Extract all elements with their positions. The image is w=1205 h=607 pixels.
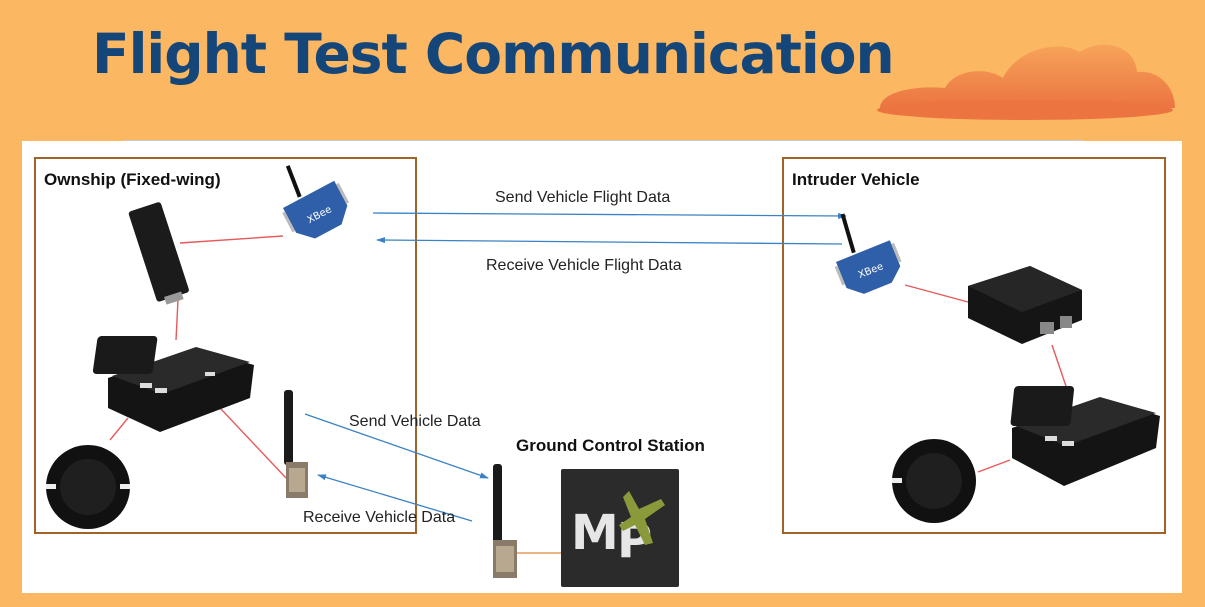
mission-planner-logo: M P [561, 469, 679, 587]
receive-flight-data-arrow [376, 237, 843, 245]
receive-vehicle-data-label: Receive Vehicle Data [303, 509, 456, 526]
divider [123, 140, 1083, 141]
send-vehicle-data-arrow [304, 413, 489, 479]
send-flight-data-arrow [372, 212, 847, 219]
ownship-box [34, 157, 417, 534]
gps-module-intruder [892, 439, 976, 523]
flight-data-arrows [304, 212, 847, 522]
gps-module-ownship [46, 445, 130, 529]
compute-stick [128, 202, 189, 305]
companion-computer-case [968, 266, 1082, 344]
send-vehicle-data-label: Send Vehicle Data [349, 413, 481, 430]
intruder-wires [904, 284, 1069, 473]
ownship-title: Ownship (Fixed-wing) [44, 170, 221, 189]
intruder-box [782, 157, 1166, 534]
receive-vehicle-data-arrow [317, 474, 473, 522]
telemetry-radio-ground [493, 464, 561, 578]
telemetry-radio-ownship [284, 390, 308, 498]
flight-controller-intruder [1010, 386, 1160, 486]
svg-text:M: M [571, 505, 619, 561]
cloud-decoration [877, 44, 1175, 120]
ground-station-title: Ground Control Station [516, 436, 705, 455]
flight-controller-ownship [92, 336, 254, 432]
receive-flight-data-label: Receive Vehicle Flight Data [486, 257, 682, 274]
intruder-title: Intruder Vehicle [792, 170, 920, 189]
xbee-radio-ownship: XBee [282, 165, 350, 239]
xbee-radio-intruder: XBee [834, 213, 902, 294]
send-flight-data-label: Send Vehicle Flight Data [495, 189, 671, 206]
page-title: Flight Test Communication [92, 22, 895, 86]
